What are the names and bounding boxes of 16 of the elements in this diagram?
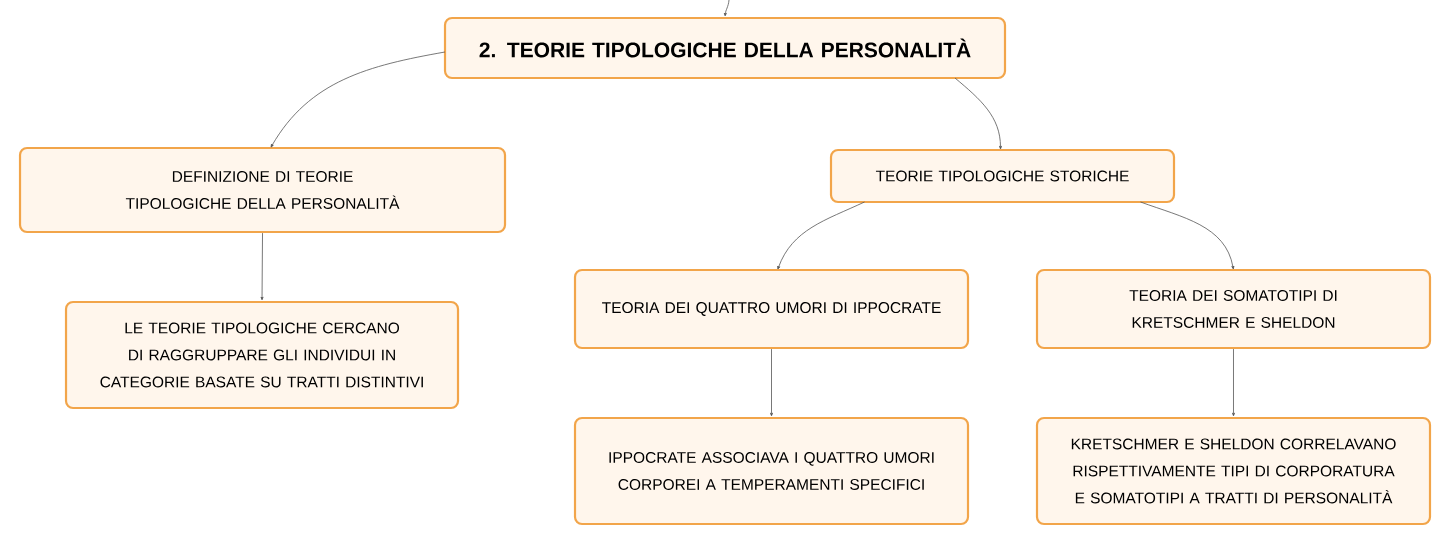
- arrow: [260, 232, 264, 301]
- topic-box: KRETSCHMER E SHELDON CORRELAVANO RISPETTIVAMENTE TIPI DI CORPORATURA E SOMATOTIPI A TRATTI DI PERSONALITÀ: [1035, 416, 1432, 526]
- arrow: [1232, 348, 1235, 417]
- topic-box: TEORIE TIPOLOGICHE STORICHE: [829, 148, 1176, 204]
- title-box: 2. TEORIE TIPOLOGICHE DELLA PERSONALITÀ: [443, 16, 1007, 80]
- arrow: [270, 51, 446, 148]
- arrow: [770, 348, 773, 417]
- topic-box: IPPOCRATE ASSOCIAVA I QUATTRO UMORI CORPOREI A TEMPERAMENTI SPECIFICI: [573, 416, 970, 526]
- topic-box: LE TEORIE TIPOLOGICHE CERCANO DI RAGGRUPPARE GLI INDIVIDUI IN CATEGORIE BASATE SU TRATTI DISTINTIVI: [64, 300, 460, 410]
- arrow: [777, 201, 865, 270]
- arrow: [723, 0, 730, 17]
- arrow: [954, 77, 1002, 150]
- topic-box: TEORIA DEI QUATTRO UMORI DI IPPOCRATE: [573, 268, 970, 350]
- topic-box: DEFINIZIONE DI TEORIE TIPOLOGICHE DELLA PERSONALITÀ: [18, 146, 507, 234]
- arrow: [1140, 201, 1235, 270]
- topic-box: TEORIA DEI SOMATOTIPI DI KRETSCHMER E SHELDON: [1035, 268, 1432, 350]
